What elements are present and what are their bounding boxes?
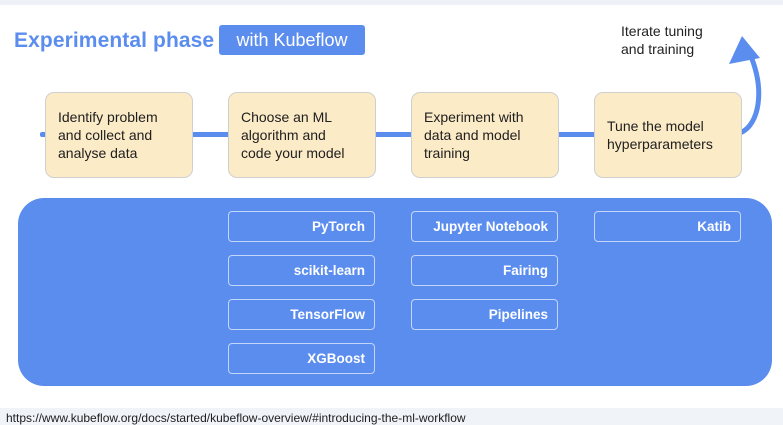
tool-fairing: Fairing <box>411 255 558 286</box>
step-identify-problem: Identify problem and collect and analyse… <box>45 92 193 178</box>
kubeflow-tools-panel: PyTorch scikit-learn TensorFlow XGBoost … <box>18 198 772 386</box>
footer-strip <box>0 408 783 425</box>
source-url: https://www.kubeflow.org/docs/started/ku… <box>6 411 466 425</box>
tool-pipelines: Pipelines <box>411 299 558 330</box>
kubeflow-tag: with Kubeflow <box>219 25 365 55</box>
step-choose-algorithm: Choose an ML algorithm and code your mod… <box>228 92 376 178</box>
tool-xgboost: XGBoost <box>228 343 375 374</box>
step-tune-hyperparameters: Tune the model hyperparameters <box>594 92 742 178</box>
step-experiment: Experiment with data and model training <box>411 92 559 178</box>
tool-pytorch: PyTorch <box>228 211 375 242</box>
tool-tensorflow: TensorFlow <box>228 299 375 330</box>
top-strip <box>0 0 783 5</box>
tool-scikit-learn: scikit-learn <box>228 255 375 286</box>
page-title: Experimental phase <box>14 29 215 52</box>
tool-jupyter-notebook: Jupyter Notebook <box>411 211 558 242</box>
iterate-label: Iterate tuning and training <box>621 23 703 57</box>
tool-katib: Katib <box>594 211 741 242</box>
iterate-arrow-icon <box>729 36 762 135</box>
workflow-connector-line <box>40 132 740 137</box>
